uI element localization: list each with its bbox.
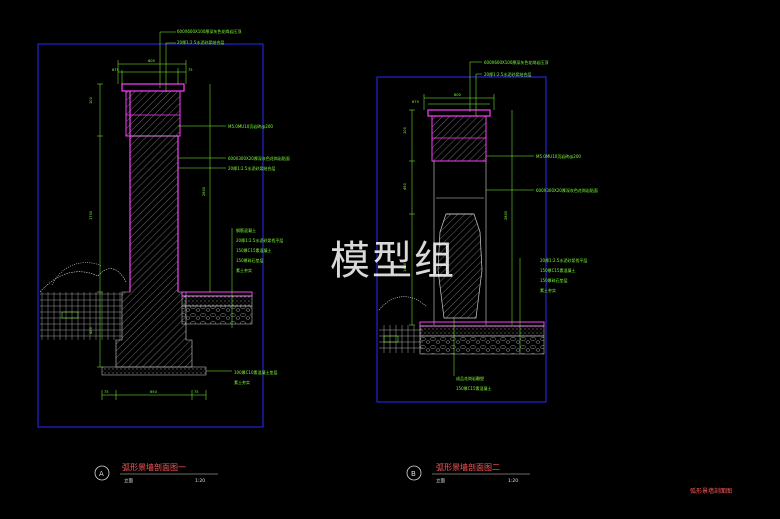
marker-label-b: B [411, 470, 416, 478]
callout-b-2: M5.0MU10页岩砖@200 [536, 153, 581, 159]
tag-box-a [61, 311, 79, 319]
dim-bottom-a-2: 75 [194, 390, 199, 394]
dim-side-a-3: 450 [89, 326, 93, 334]
callout-a-11: 素土夯实 [234, 379, 250, 385]
dim-side-b-1: 450 [403, 182, 407, 190]
paving-b [419, 321, 545, 327]
callout-a-10: 100厚C10素混凝土垫层 [234, 369, 278, 375]
frame-a [37, 43, 264, 428]
coping-a [121, 83, 185, 92]
dim-bottom-a-0: 75 [104, 390, 109, 394]
dim-side-a-0: 100 [89, 96, 93, 104]
title-block-b: B 弧形景墙剖面图二 立面 1:20 [406, 462, 530, 484]
callouts-a: 600X600X100厚深灰色花岗岩压顶 20厚1:2.5水泥砂浆结合层 M5.… [159, 28, 290, 385]
dim-bottom-a-1: 650 [150, 390, 158, 394]
mortar-b [419, 325, 545, 337]
sheet-title: 弧形景墙剖面图 [690, 487, 732, 495]
scale-b: 1:20 [508, 478, 518, 484]
planting-outline-a [39, 268, 127, 293]
frame-b [376, 76, 547, 403]
tag-box-b [383, 335, 399, 343]
planting-outline-b [378, 296, 427, 311]
sculpture-urn-b [437, 213, 483, 319]
title-b: 弧形景墙剖面图二 [436, 462, 500, 472]
marker-circle-a [94, 465, 110, 481]
callout-a-1: 20厚1:2.5水泥砂浆结合层 [177, 39, 224, 45]
callout-a-0: 600X600X100厚深灰色花岗岩压顶 [177, 28, 241, 34]
callout-b-5: 150厚C15素混凝土 [540, 267, 576, 273]
dim-side-b-3: 1400 [403, 262, 407, 272]
subtitle-b: 立面 [436, 477, 445, 484]
mortar-a [181, 295, 253, 307]
ground-texture-b [379, 325, 423, 353]
callout-b-3: 600X300X20厚深灰色花岗岩贴面 [536, 187, 598, 193]
callout-a-6: 20厚1:2.5水泥砂浆找平层 [236, 237, 283, 243]
top-box-b [431, 115, 487, 162]
planting-outline-a2 [51, 262, 103, 286]
callout-b-1: 20厚1:2.5水泥砂浆结合层 [484, 71, 531, 77]
section-drawing-b: 600 675 100 450 1400 2800 600X600X100厚深灰… [376, 59, 598, 484]
callout-b-0: 600X600X100厚深灰色花岗岩压顶 [484, 59, 548, 65]
callout-b-4: 20厚1:2.5水泥砂浆找平层 [540, 257, 587, 263]
dim-side-a-4: 2800 [202, 186, 206, 196]
callout-a-4: 20厚1:2.5水泥砂浆结合层 [228, 165, 275, 171]
title-a: 弧形景墙剖面图一 [122, 462, 186, 472]
callout-b-9: 150厚C15素混凝土 [456, 385, 492, 391]
ground-texture-a [40, 292, 122, 340]
top-box-a [125, 90, 181, 137]
callout-a-2: M5.0MU10页岩砖@200 [228, 123, 273, 129]
section-drawing-a: 600 675 75 100 1700 450 2800 75 650 75 6… [37, 28, 290, 484]
callout-a-7: 150厚C15素混凝土 [236, 247, 272, 253]
gravel-b [419, 335, 545, 355]
callout-a-8: 150厚碎石垫层 [236, 257, 264, 263]
marker-circle-b [406, 465, 422, 481]
callouts-b: 600X600X100厚深灰色花岗岩压顶 20厚1:2.5水泥砂浆结合层 M5.… [453, 59, 598, 391]
footing-cushion-a [101, 366, 207, 376]
marker-label-a: A [99, 470, 104, 478]
subtitle-a: 立面 [124, 477, 133, 484]
dim-side-b-4: 2800 [504, 210, 508, 220]
coping-b [427, 109, 491, 117]
callout-b-8: 成品花岗岩雕塑 [456, 375, 484, 381]
paving-a [181, 291, 253, 297]
dim-top-a-0: 675 [112, 68, 119, 72]
callout-a-9: 素土夯实 [236, 267, 252, 273]
dim-side-b-0: 100 [403, 126, 407, 134]
watermark-text: 模型组 [330, 238, 456, 284]
callout-b-7: 素土夯实 [540, 287, 556, 293]
callout-a-5: 钢筋混凝土 [236, 227, 256, 233]
callout-b-6: 150厚碎石垫层 [540, 277, 568, 283]
dim-top-b-1: 600 [454, 93, 462, 97]
callout-a-3: 600X300X20厚深灰色花岗岩贴面 [228, 155, 290, 161]
gravel-a [181, 305, 253, 325]
dim-side-a-2: 1700 [89, 210, 93, 220]
dim-top-a-1: 600 [148, 59, 156, 63]
wall-body-a [115, 135, 193, 368]
dim-top-b-0: 675 [412, 100, 419, 104]
dim-top-a-2: 75 [188, 68, 193, 72]
title-block-a: A 弧形景墙剖面图一 立面 1:20 [94, 462, 218, 484]
scale-a: 1:20 [195, 478, 205, 484]
